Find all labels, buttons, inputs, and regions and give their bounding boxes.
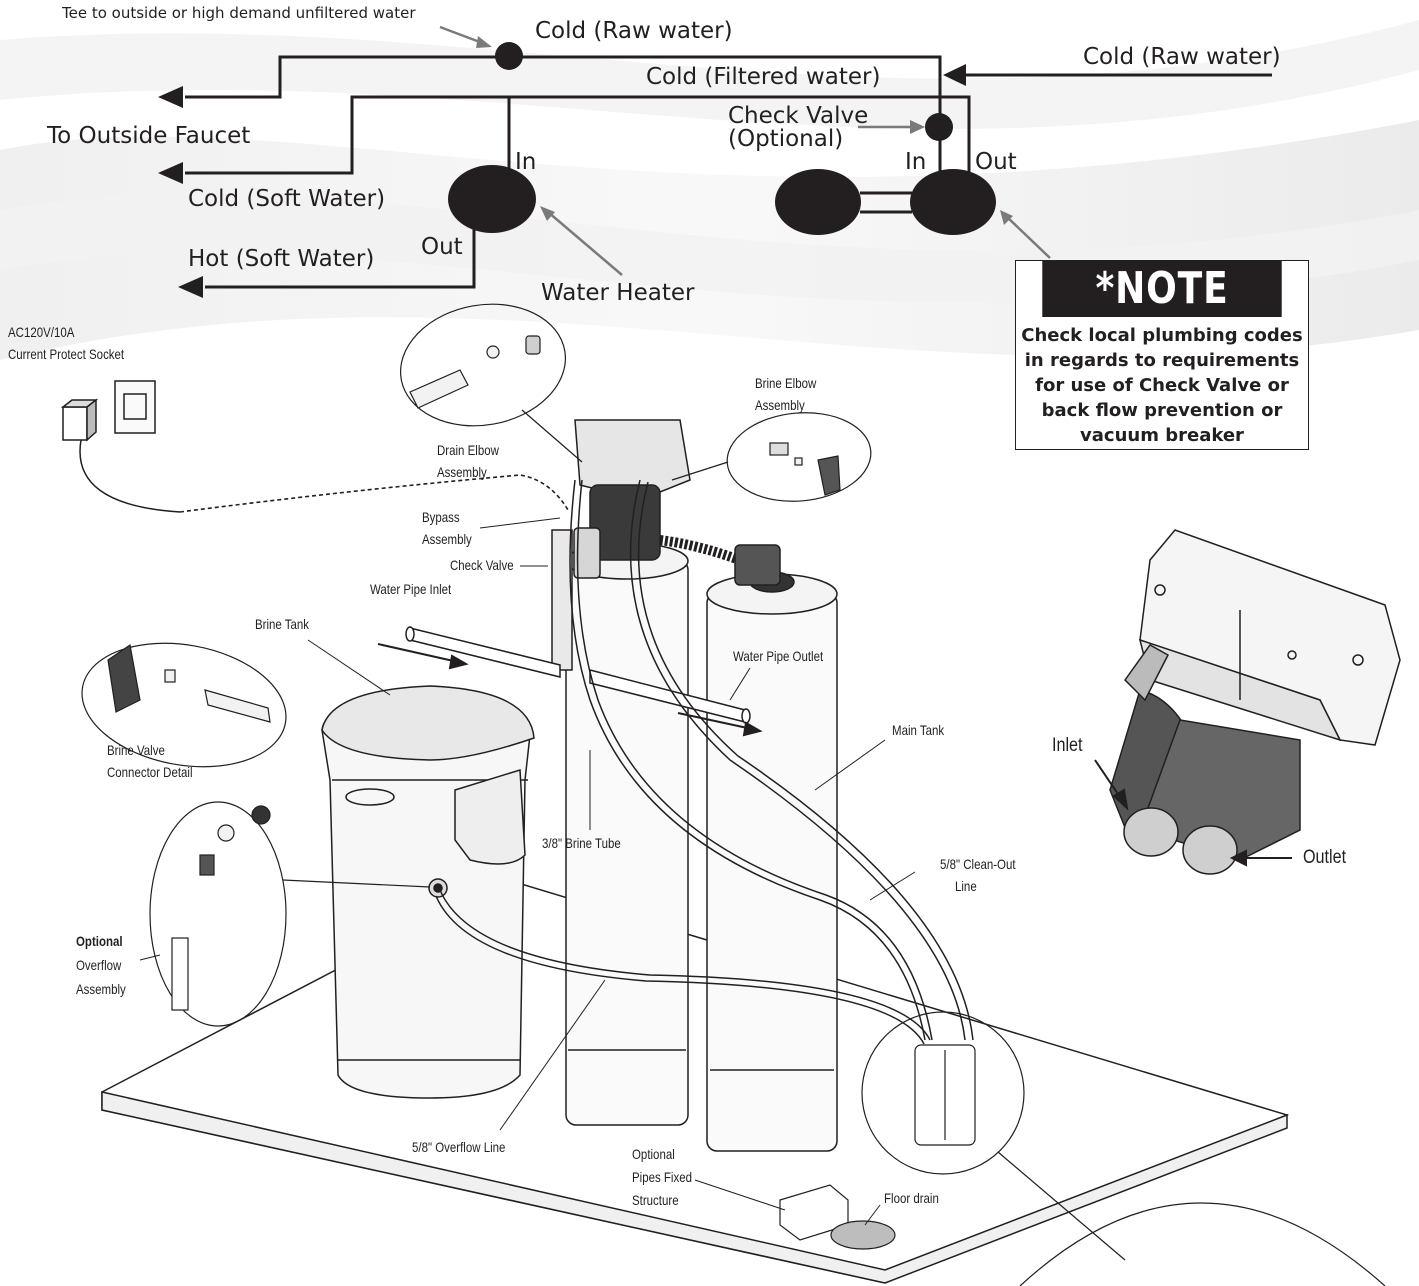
softener-out-label: Out bbox=[975, 150, 1017, 174]
drain-elbow-label-1: Drain Elbow bbox=[437, 443, 499, 458]
socket-label-2: Current Protect Socket bbox=[8, 347, 124, 362]
note-line: for use of Check Valve or bbox=[1016, 373, 1308, 398]
brine-valve-label-1: Brine Valve bbox=[107, 743, 165, 758]
clean-out-label-1: 5/8" Clean-Out bbox=[940, 857, 1016, 872]
outlet-label: Outlet bbox=[1303, 848, 1346, 868]
socket-label-1: AC120V/10A bbox=[8, 325, 74, 340]
heater-out-label: Out bbox=[421, 235, 463, 259]
power-cord bbox=[180, 475, 568, 512]
softener-in-label: In bbox=[905, 150, 926, 174]
bypass-label-1: Bypass bbox=[422, 510, 460, 525]
note-line: in regards to requirements bbox=[1016, 348, 1308, 373]
pipes-fixed-label-1: Optional bbox=[632, 1147, 675, 1162]
drain-elbow-label-2: Assembly bbox=[437, 465, 487, 480]
zoom-detail-arc bbox=[1020, 1203, 1385, 1286]
optional-overflow-label-2: Overflow bbox=[76, 958, 121, 973]
heater-in-label: In bbox=[515, 150, 536, 174]
brine-tube-label: 3/8" Brine Tube bbox=[542, 836, 621, 851]
check-valve-part-label: Check Valve bbox=[450, 558, 514, 573]
main-tank bbox=[707, 593, 837, 1151]
valve-inlet-port bbox=[1124, 808, 1178, 856]
clean-out-label-2: Line bbox=[955, 879, 977, 894]
pipes-fixed-label-3: Structure bbox=[632, 1193, 679, 1208]
cold-soft-label: Cold (Soft Water) bbox=[188, 187, 385, 211]
check-valve-label-1: Check Valve bbox=[728, 104, 868, 128]
pipes-fixed-label-2: Pipes Fixed bbox=[632, 1170, 692, 1185]
check-valve-label-2: (Optional) bbox=[728, 127, 843, 151]
bypass-assembly bbox=[552, 530, 572, 670]
note-box: *NOTE Check local plumbing codes in rega… bbox=[1015, 260, 1309, 450]
cold-filtered-label: Cold (Filtered water) bbox=[646, 65, 880, 89]
to-outside-faucet-label: To Outside Faucet bbox=[47, 124, 250, 148]
floor-drain bbox=[831, 1221, 895, 1249]
bypass-label-2: Assembly bbox=[422, 532, 472, 547]
brine-elbow-label-1: Brine Elbow bbox=[755, 376, 816, 391]
note-heading: *NOTE bbox=[1042, 261, 1281, 317]
floor-board bbox=[102, 880, 1287, 1283]
inlet-label: Inlet bbox=[1052, 736, 1083, 756]
water-pipe-inlet-label: Water Pipe Inlet bbox=[370, 582, 451, 597]
note-line: Check local plumbing codes bbox=[1016, 323, 1308, 348]
note-body: Check local plumbing codes in regards to… bbox=[1016, 317, 1308, 448]
optional-overflow-label-3: Assembly bbox=[76, 982, 126, 997]
cold-raw-right-label: Cold (Raw water) bbox=[1083, 45, 1281, 69]
drain-elbow-detail bbox=[391, 291, 575, 438]
water-pipe-outlet-label: Water Pipe Outlet bbox=[733, 649, 823, 664]
brine-valve-detail bbox=[72, 628, 296, 782]
brine-tank-label: Brine Tank bbox=[255, 617, 309, 632]
brine-valve-label-2: Connector Detail bbox=[107, 765, 193, 780]
overflow-line-label: 5/8" Overflow Line bbox=[412, 1140, 505, 1155]
wall-socket bbox=[115, 381, 155, 433]
brine-elbow-detail bbox=[723, 407, 874, 507]
hot-soft-label: Hot (Soft Water) bbox=[188, 247, 374, 271]
power-adapter bbox=[63, 407, 87, 440]
tee-label: Tee to outside or high demand unfiltered… bbox=[62, 6, 416, 22]
water-heater-label: Water Heater bbox=[541, 281, 694, 305]
optional-overflow-label-bold: Optional bbox=[76, 934, 123, 949]
floor-drain-label: Floor drain bbox=[884, 1191, 939, 1206]
water-pipe-inlet bbox=[410, 628, 560, 677]
note-line: vacuum breaker bbox=[1016, 423, 1308, 448]
note-line: back flow prevention or bbox=[1016, 398, 1308, 423]
cold-raw-top-label: Cold (Raw water) bbox=[535, 19, 733, 43]
main-tank-label: Main Tank bbox=[892, 723, 944, 738]
brine-elbow-label-2: Assembly bbox=[755, 398, 805, 413]
valve-outlet-port bbox=[1183, 826, 1237, 874]
